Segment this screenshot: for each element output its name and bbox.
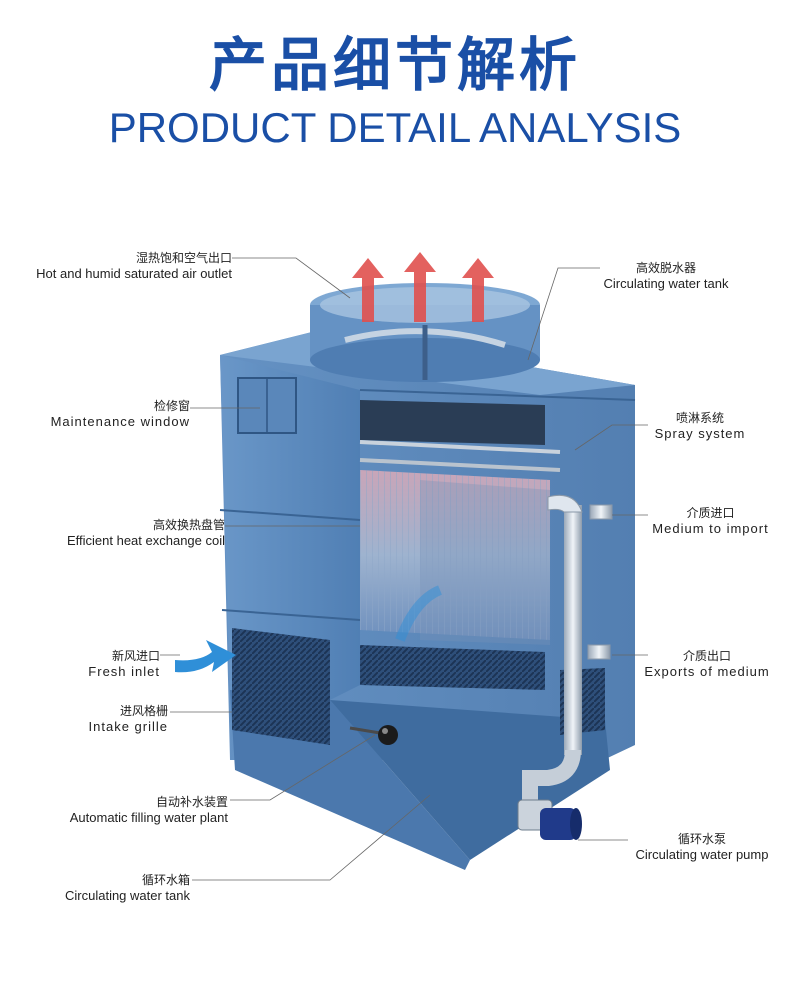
label-fresh-inlet: 新风进口 Fresh inlet — [10, 648, 160, 680]
label-filling-plant: 自动补水装置 Automatic filling water plant — [10, 794, 228, 826]
medium-pipe — [522, 494, 613, 800]
label-air-outlet-en: Hot and humid saturated air outlet — [36, 266, 232, 281]
hot-air-arrows — [352, 252, 494, 322]
label-medium-import: 介质进口 Medium to import — [643, 505, 778, 537]
label-intake-grille: 进风格栅 Intake grille — [10, 703, 168, 735]
label-intake-grille-cn: 进风格栅 — [119, 704, 168, 718]
label-heat-exchange-coil: 高效换热盘管 Efficient heat exchange coil — [10, 517, 225, 549]
page-title: 产品细节解析 — [208, 31, 581, 99]
label-fresh-inlet-cn: 新风进口 — [111, 649, 160, 663]
label-eliminator-en: Circulating water tank — [603, 276, 729, 291]
label-filling-plant-cn: 自动补水装置 — [155, 795, 228, 809]
label-water-tank-bottom-cn: 循环水箱 — [141, 873, 190, 887]
label-pump-cn: 循环水泵 — [677, 832, 726, 846]
label-medium-export-en: Exports of medium — [644, 664, 770, 679]
label-maintenance-window: 检修窗 Maintenance window — [10, 398, 190, 430]
heat-exchange-coil — [360, 470, 550, 645]
label-intake-grille-en: Intake grille — [88, 719, 168, 734]
drift-eliminator — [360, 400, 545, 445]
label-pump-en: Circulating water pump — [635, 847, 769, 862]
label-spray-system-en: Spray system — [654, 426, 746, 441]
label-air-outlet: 湿热饱和空气出口 Hot and humid saturated air out… — [10, 250, 232, 282]
label-medium-import-cn: 介质进口 — [686, 506, 735, 520]
label-medium-export-cn: 介质出口 — [682, 649, 731, 663]
label-maintenance-window-en: Maintenance window — [50, 414, 190, 429]
label-water-tank-bottom: 循环水箱 Circulating water tank — [10, 872, 190, 904]
label-air-outlet-cn: 湿热饱和空气出口 — [135, 251, 232, 265]
label-pump: 循环水泵 Circulating water pump — [628, 831, 776, 863]
label-heat-exchange-coil-cn: 高效换热盘管 — [152, 518, 225, 532]
leader-lines — [160, 257, 648, 881]
spray-system — [359, 440, 561, 472]
label-spray-system-cn: 喷淋系统 — [675, 411, 724, 425]
label-eliminator: 高效脱水器 Circulating water tank — [598, 260, 734, 292]
maintenance-window — [237, 377, 297, 434]
circulating-pump — [517, 799, 582, 840]
label-maintenance-window-cn: 检修窗 — [153, 399, 190, 413]
label-fresh-inlet-en: Fresh inlet — [88, 664, 160, 679]
label-medium-export: 介质出口 Exports of medium — [636, 648, 778, 680]
float-valve — [349, 725, 398, 745]
fresh-air-arrow — [175, 585, 443, 673]
label-heat-exchange-coil-en: Efficient heat exchange coil — [66, 533, 225, 548]
label-medium-import-en: Medium to import — [652, 521, 769, 536]
label-water-tank-bottom-en: Circulating water tank — [65, 888, 190, 903]
label-spray-system: 喷淋系统 Spray system — [646, 410, 754, 442]
page-subtitle: PRODUCT DETAIL ANALYSIS — [108, 104, 682, 151]
label-filling-plant-en: Automatic filling water plant — [69, 810, 228, 825]
label-eliminator-cn: 高效脱水器 — [635, 261, 696, 275]
